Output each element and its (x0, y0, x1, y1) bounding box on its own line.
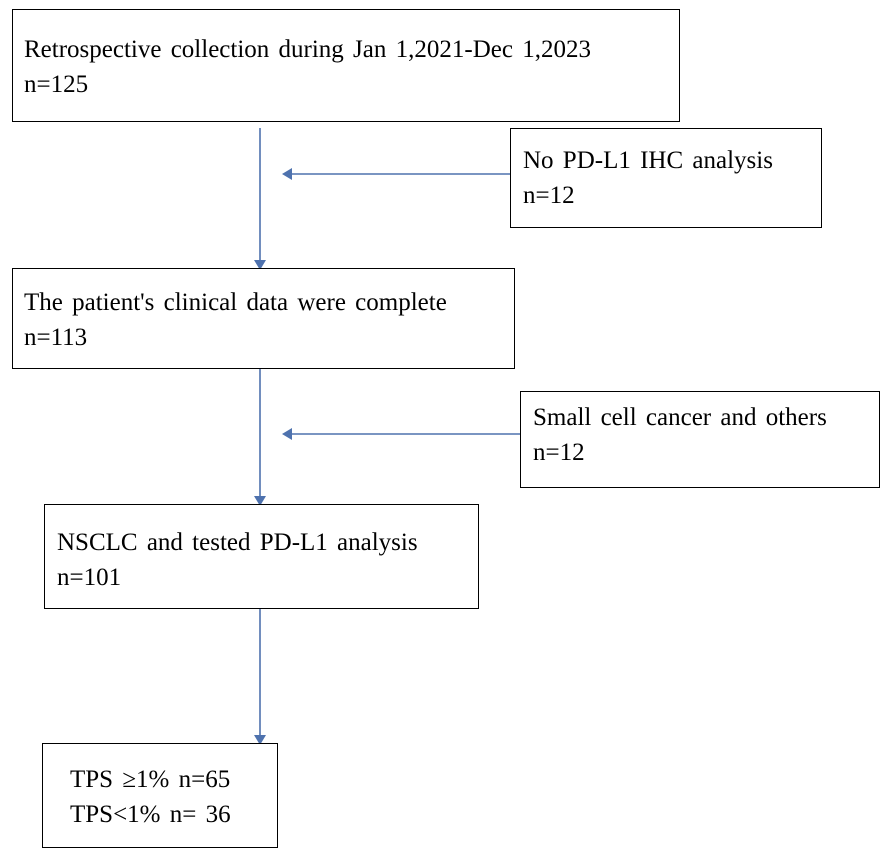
complete-data-label: The patient's clinical data were complet… (24, 289, 447, 316)
no-ihc-count: n=12 (523, 182, 575, 209)
collection-label: Retrospective collection during Jan 1,20… (24, 36, 591, 63)
arrowhead-complete (254, 260, 266, 270)
no-ihc-label: No PD-L1 IHC analysis (523, 147, 773, 174)
small-cell-count: n=12 (533, 439, 585, 466)
small-cell-label: Small cell cancer and others (533, 404, 827, 431)
no-ihc-exclusion-box: No PD-L1 IHC analysis n=12 (510, 128, 822, 228)
arrowhead-exclusion-small-cell (282, 428, 292, 440)
nsclc-box: NSCLC and tested PD-L1 analysis n=101 (44, 504, 479, 609)
tps-negative-count: TPS<1% n= 36 (70, 801, 231, 828)
nsclc-count: n=101 (57, 564, 122, 591)
arrowhead-tps (254, 735, 266, 745)
tps-positive-count: TPS ≥1% n=65 (70, 766, 231, 793)
tps-result-box: TPS ≥1% n=65 TPS<1% n= 36 (42, 743, 278, 848)
complete-data-count: n=113 (24, 324, 88, 351)
small-cell-exclusion-box: Small cell cancer and others n=12 (520, 391, 880, 488)
collection-count: n=125 (24, 71, 89, 98)
arrowhead-exclusion-no-ihc (282, 168, 292, 180)
nsclc-label: NSCLC and tested PD-L1 analysis (57, 529, 418, 556)
arrowhead-nsclc (254, 496, 266, 506)
complete-data-box: The patient's clinical data were complet… (12, 268, 515, 369)
collection-box: Retrospective collection during Jan 1,20… (12, 9, 680, 122)
